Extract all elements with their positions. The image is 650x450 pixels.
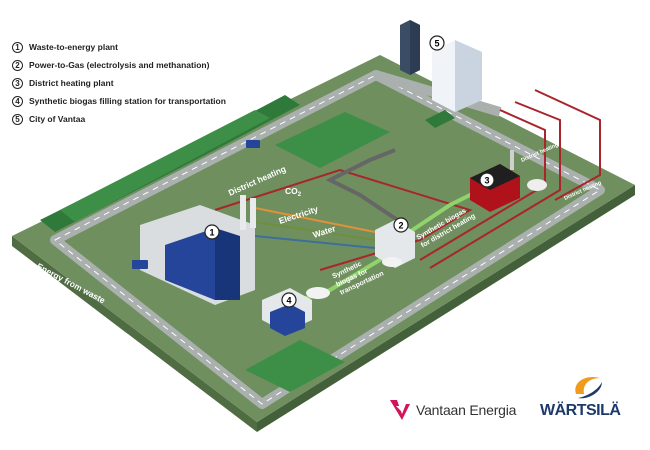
wartsila-logo: WÄRTSILÄ — [540, 372, 630, 428]
svg-text:3: 3 — [484, 176, 489, 186]
legend-label-1: Waste-to-energy plant — [29, 42, 118, 52]
legend: 1 Waste-to-energy plant 2 Power-to-Gas (… — [12, 38, 272, 128]
marker-1: 1 — [204, 224, 220, 240]
ground-side-right — [257, 185, 635, 432]
legend-item-3: 3 District heating plant — [12, 74, 272, 92]
marker-5: 5 — [429, 35, 445, 51]
vantaan-v-icon — [390, 400, 410, 420]
marker-2: 2 — [393, 217, 409, 233]
vantaan-energia-logo: Vantaan Energia — [388, 398, 516, 422]
legend-num-1: 1 — [12, 41, 23, 53]
vehicle-2 — [132, 260, 148, 269]
vantaan-energia-name: Vantaan Energia — [416, 402, 517, 418]
legend-num-3: 3 — [12, 77, 23, 89]
flow-dh-red-2 — [429, 101, 561, 269]
filling-station — [262, 287, 330, 336]
svg-text:2: 2 — [398, 221, 403, 231]
legend-label-2: Power-to-Gas (electrolysis and methanati… — [29, 60, 210, 70]
legend-num-5: 5 — [12, 113, 23, 125]
flow-dh-red-3 — [534, 89, 601, 201]
forest-bottom — [245, 340, 345, 392]
legend-label-5: City of Vantaa — [29, 114, 86, 124]
power-to-gas-unit — [375, 220, 415, 268]
forest-top-left — [40, 95, 300, 232]
label-co2: CO2 — [285, 186, 302, 198]
vehicle-1 — [246, 140, 260, 148]
legend-label-3: District heating plant — [29, 78, 114, 88]
trees-small — [425, 110, 455, 128]
legend-item-5: 5 City of Vantaa — [12, 110, 272, 128]
wartsila-name: WÄRTSILÄ — [540, 402, 621, 419]
legend-item-1: 1 Waste-to-energy plant — [12, 38, 272, 56]
svg-text:5: 5 — [434, 39, 439, 49]
svg-text:1: 1 — [209, 228, 214, 238]
legend-item-4: 4 Synthetic biogas filling station for t… — [12, 92, 272, 110]
svg-text:4: 4 — [286, 296, 291, 306]
legend-item-2: 2 Power-to-Gas (electrolysis and methana… — [12, 56, 272, 74]
ground-side — [12, 236, 257, 432]
flow-electricity — [254, 221, 376, 241]
waste-to-energy-plant — [140, 195, 256, 305]
legend-num-2: 2 — [12, 59, 23, 71]
forest-middle — [275, 112, 390, 168]
marker-3: 3 — [479, 172, 495, 188]
legend-label-4: Synthetic biogas filling station for tra… — [29, 96, 226, 106]
flow-gray-pipe — [325, 148, 407, 227]
flow-water — [254, 235, 376, 249]
road-dashes — [54, 74, 602, 405]
marker-4: 4 — [281, 292, 297, 308]
wartsila-swirl-icon — [575, 376, 602, 399]
city-of-vantaa — [400, 20, 482, 112]
legend-num-4: 4 — [12, 95, 23, 107]
flow-co2 — [254, 207, 376, 233]
flow-dh-red-1 — [419, 109, 546, 261]
